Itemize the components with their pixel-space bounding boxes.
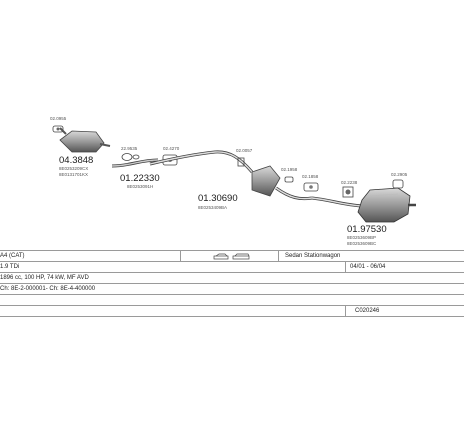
part-01-30690-code: 01.30690 [198,193,238,204]
divider [180,251,181,262]
divider [278,251,279,262]
part-04-3848-ref2: 8E0131701KX [59,172,88,177]
part-02-0057-hanger[interactable] [237,157,245,167]
part-04-3848-catalytic-converter[interactable] [59,127,111,153]
part-22-9535-gasket[interactable] [121,153,140,161]
divider [345,262,346,273]
row-engine: 1.9 TDi 04/01 - 06/04 [0,261,464,273]
vehicle-model: A4 (CAT) [0,253,25,259]
part-02-1858-code: 02.1858 [302,174,319,179]
part-01-22330-code: 01.22330 [120,173,160,184]
part-02-0955-clamp[interactable] [52,125,64,133]
diagram-id: C020246 [355,308,380,314]
divider [345,306,346,317]
row-spec: 1896 cc, 100 HP, 74 kW, MF AVD [0,272,464,284]
vehicle-spec: 1896 cc, 100 HP, 74 kW, MF AVD [0,275,89,281]
car-body-icon [213,253,250,260]
part-01-30690-ref: 8E0253409BA [198,205,227,210]
row-chassis: Ch: 8E-2-000001- Ch: 8E-4-400000 [0,283,464,295]
part-04-3848-ref1: 8E0253209CX [59,166,88,171]
part-02-0057-code: 02.0057 [236,148,253,153]
part-02-2905-code: 02.2905 [391,172,408,177]
part-02-0955-code: 02.0955 [50,116,67,121]
vehicle-engine: 1.9 TDi [0,264,20,270]
part-04-3848-code: 04.3848 [59,155,93,166]
part-02-1858-clamp[interactable] [303,182,319,192]
part-02-2238-code: 02.2238 [341,180,358,185]
part-02-4270-code: 02.4270 [163,146,180,151]
vehicle-period: 04/01 - 06/04 [350,264,386,270]
vehicle-body: Sedan Stationwagon [285,253,341,259]
part-01-97530-ref2: 8E0253609BC [347,241,377,246]
part-01-97530-ref1: 8E0253609BP [347,235,376,240]
part-01-97530-code: 01.97530 [347,224,387,235]
part-02-1958-code: 02.1958 [281,167,298,172]
exhaust-system-diagram: 02.0955 04.3848 8E0253209CX 8E0131701KX … [50,116,416,246]
part-01-97530-rear-silencer[interactable] [311,187,416,223]
part-22-9535-code: 22.9535 [121,146,138,151]
vehicle-chassis: Ch: 8E-2-000001- Ch: 8E-4-400000 [0,286,96,292]
part-01-22330-front-pipe[interactable] [111,158,159,168]
part-02-1958-clamp[interactable] [284,176,294,183]
table-bottom-border [0,316,464,317]
row-id: C020246 [0,305,464,317]
part-02-2905-hanger[interactable] [392,179,404,189]
part-01-22330-ref: 8E0253091H [127,184,153,189]
part-01-30690-center-silencer[interactable] [149,150,313,201]
part-02-2238-rubber-mount[interactable] [342,186,354,198]
row-model: A4 (CAT) Sedan Stationwagon [0,250,464,262]
row-blank [0,294,464,306]
